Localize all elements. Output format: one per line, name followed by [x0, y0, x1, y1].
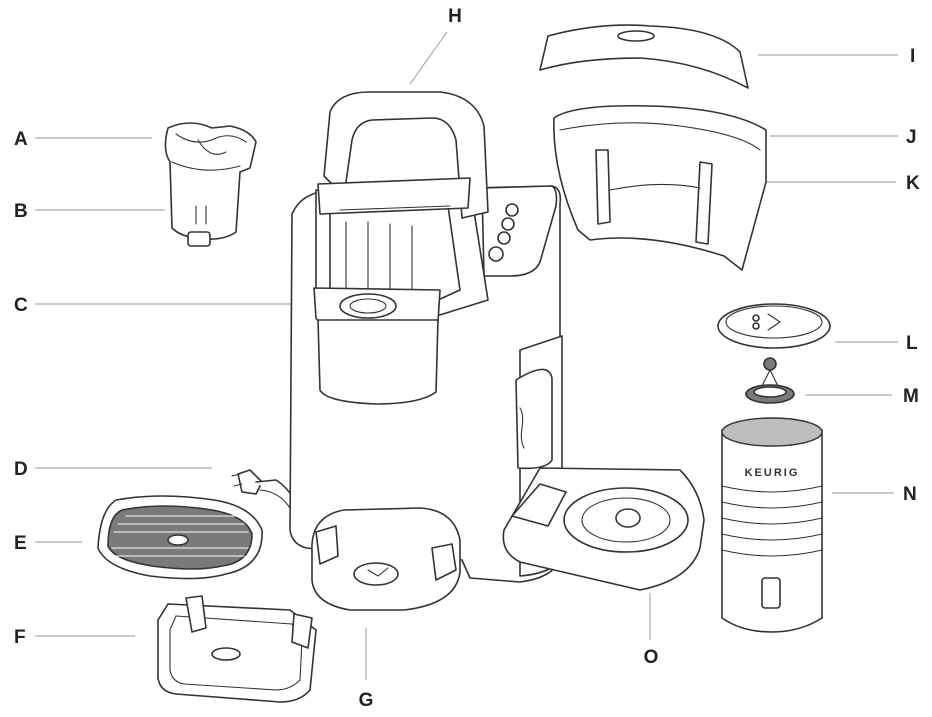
label-f: F [14, 627, 26, 648]
label-c: C [14, 295, 28, 316]
label-n: N [903, 484, 917, 505]
reservoir-lid-i [539, 24, 749, 89]
label-e: E [14, 533, 27, 554]
label-i: I [910, 46, 915, 67]
size-button-1 [505, 203, 519, 217]
frother-base-o [502, 467, 705, 591]
label-d: D [14, 459, 28, 480]
whisk-m [745, 357, 795, 404]
label-a: A [14, 129, 28, 150]
label-l: L [906, 333, 918, 354]
label-h: H [448, 6, 462, 27]
drip-tray-plate-e [97, 495, 263, 580]
part-labels: A B C D E F G H I J K L M N O [14, 6, 920, 711]
size-button-2 [501, 217, 515, 231]
frother-power-button [761, 577, 781, 609]
drip-tray-base-f [157, 595, 317, 703]
pod-holder-a [164, 122, 257, 247]
reservoir-post-right-k [695, 161, 713, 245]
label-o: O [644, 647, 659, 668]
label-j: J [906, 127, 917, 148]
leader-h [409, 31, 448, 85]
power-button [488, 246, 504, 262]
frother-brand-label: KEURIG [745, 467, 800, 479]
label-m: M [903, 386, 919, 407]
reservoir-post-left-k [595, 149, 611, 225]
size-button-3 [497, 231, 511, 245]
label-b: B [14, 201, 28, 222]
label-k: K [906, 173, 920, 194]
frother-lid-l [717, 303, 831, 349]
label-g: G [359, 690, 374, 711]
milk-frother-n: KEURIG [721, 417, 823, 633]
water-reservoir-j [553, 104, 767, 271]
